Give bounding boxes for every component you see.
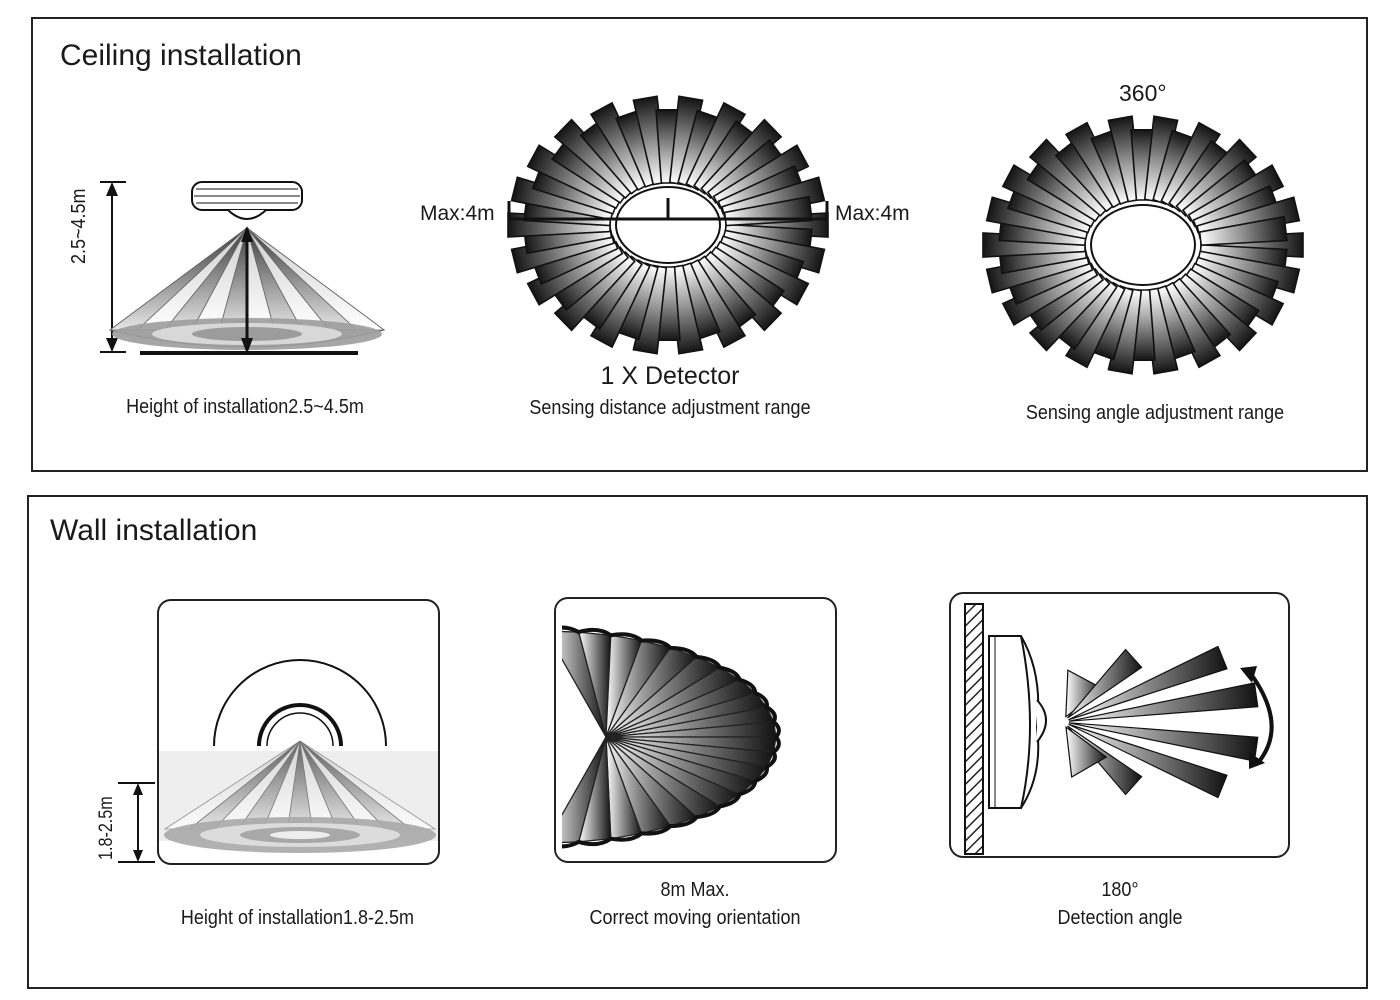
sensing-ray [589,258,651,349]
detection-ray [1065,725,1108,779]
detection-ray [1068,645,1228,721]
sensing-ray [1198,215,1288,246]
sensing-ray [553,250,636,332]
ceiling-height-diagram [100,181,386,355]
detection-ray [1068,722,1259,762]
detection-angle-diagram [964,603,1274,855]
sensing-ray [1175,138,1258,217]
ceiling-height-dimension-label: 2.5~4.5m [68,188,90,264]
orientation-edge-mask [556,599,562,861]
sensing-ray [1143,115,1179,203]
orientation-ray [556,736,607,844]
detection-ray [1067,648,1143,719]
sensing-ray [685,101,747,192]
sensing-distance-caption: Sensing distance adjustment range [529,397,811,419]
detector-heading: 1 X Detector [600,362,740,390]
ceiling-height-caption: Height of installation2.5~4.5m [126,396,364,418]
sensing-ray [1160,121,1222,209]
ceiling-angle-degrees-label: 360° [1119,80,1167,106]
wall-height-caption: Height of installation1.8-2.5m [180,907,415,929]
detection-ray [1068,682,1259,722]
detection-angle-box [949,592,1290,858]
cone-floor-ring [270,831,330,839]
sensing-angle-caption: Sensing angle adjustment range [1025,402,1285,424]
ceiling-installation-title: Ceiling installation [60,39,302,72]
orientation-distance-label: 8m Max. [660,879,730,901]
orientation-caption: Correct moving orientation [589,907,801,929]
orientation-outline [556,625,781,849]
wall-installation-title: Wall installation [50,514,258,547]
moving-orientation-box [554,597,837,863]
sensing-ray [1028,273,1111,352]
wall-height-dimension-label: 1.8-2.5m [96,796,117,860]
max-right-label: Max:4m [835,202,910,225]
sensing-ray [1064,281,1126,369]
wall-height-dimension [118,782,155,863]
sensing-distance-diagram [507,95,829,355]
sensing-angle-diagram [982,115,1304,375]
sensing-ray [700,118,783,200]
detection-ray [1068,723,1228,799]
detection-angle-caption: Detection angle [1057,907,1183,929]
max-left-label: Max:4m [420,202,495,225]
moving-orientation-diagram [556,599,781,861]
detection-angle-degrees-label: 180° [1101,879,1139,901]
wall-height-box [157,599,440,865]
sensing-ray [1107,287,1143,375]
wall-height-diagram [159,659,438,853]
